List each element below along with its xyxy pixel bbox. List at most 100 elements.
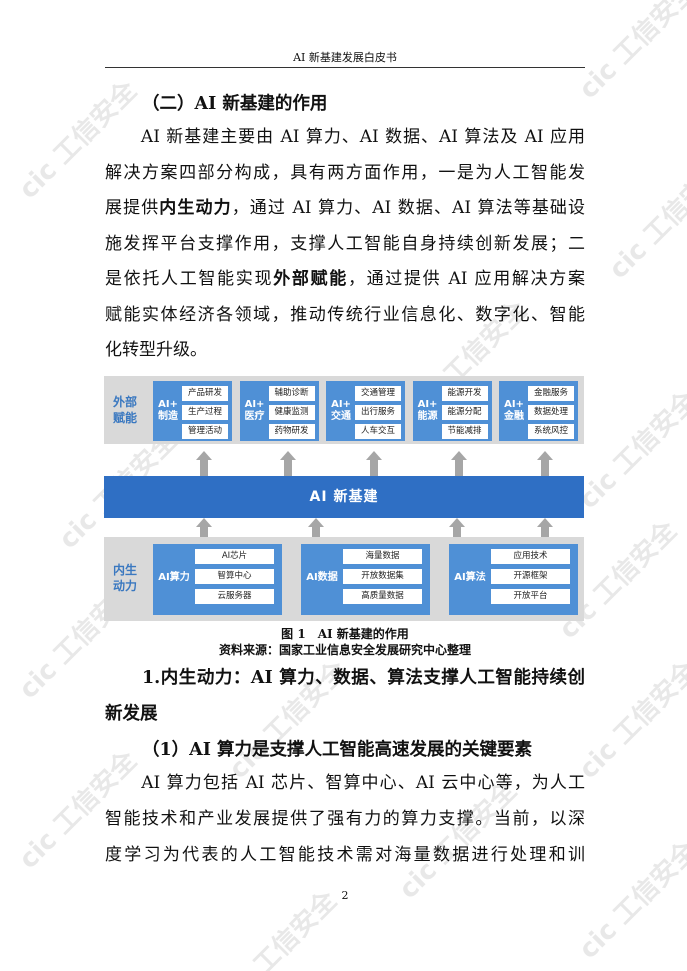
card-item: 交通管理 (355, 386, 401, 401)
inner-band-label: 内生动力 (112, 563, 137, 593)
text-run: 展提供 (105, 198, 160, 218)
card-item: 辅助诊断 (268, 386, 315, 401)
watermark: cic 工信安全 (603, 155, 687, 285)
arrow-up-icon (280, 451, 296, 460)
inner-card: AI算法应用技术开源框架开放平台 (449, 544, 578, 615)
card-label: AI算力 (158, 572, 190, 583)
header-divider (105, 67, 585, 68)
text-run: 度学习为代表的人工智能技术需对海量数据进行处理和训 (105, 845, 585, 865)
card-label: AI+ 交通 (331, 399, 351, 422)
card-item: 开放平台 (491, 589, 570, 604)
outer-card: AI+ 金融金融服务数据处理系统风控 (499, 381, 578, 441)
card-item: 药物研发 (268, 424, 315, 439)
outer-card: AI+ 交通交通管理出行服务人车交互 (326, 381, 405, 441)
text-run: AI 算力包括 AI 芯片、智算中心、AI 云中心等，为人工 (105, 773, 585, 793)
card-label: AI+ 制造 (158, 399, 178, 422)
heading-1-line-2: 新发展 (105, 704, 158, 724)
arrow-stem (200, 527, 208, 537)
text-line: 解决方案四部分构成，具有两方面作用，一是为人工智能发 (105, 161, 585, 185)
emphasis-text: 内生动力 (159, 198, 232, 218)
card-item: 节能减排 (441, 424, 488, 439)
arrow-up-icon (308, 518, 324, 527)
page-number: 2 (341, 889, 349, 902)
text-line: 展提供内生动力，通过 AI 算力、AI 数据、AI 算法等基础设 (105, 196, 585, 220)
text-line: 施发挥平台支撑作用，支撑人工智能自身持续创新发展；二 (105, 232, 585, 256)
text-run: 赋能实体经济各领域，推动传统行业信息化、数字化、智能 (105, 304, 585, 325)
card-item: 管理活动 (182, 424, 228, 439)
arrow-stem (455, 460, 463, 476)
outer-band-label: 外部赋能 (112, 395, 137, 425)
card-item: 云服务器 (195, 589, 274, 604)
card-item: 健康监测 (268, 405, 315, 420)
card-item: 生产过程 (182, 405, 228, 420)
arrow-up-icon (196, 451, 212, 460)
watermark: cic 工信安全 (573, 655, 687, 785)
arrow-stem (284, 460, 292, 476)
card-label: AI+ 能源 (417, 399, 438, 422)
text-line: 化转型升级。 (105, 338, 585, 362)
outer-card: AI+ 医疗辅助诊断健康监测药物研发 (239, 381, 319, 441)
arrow-up-icon (366, 451, 382, 460)
card-item: 产品研发 (182, 386, 228, 401)
card-item: 智算中心 (195, 569, 274, 584)
arrow-stem (370, 460, 378, 476)
watermark: cic 工信安全 (573, 0, 687, 105)
text-line: AI 新基建主要由 AI 算力、AI 数据、AI 算法及 AI 应用 (105, 125, 585, 149)
outer-card: AI+ 能源能源开发能源分配节能减排 (412, 381, 492, 441)
heading-1-line-1: 1.内生动力：AI 算力、数据、算法支撑人工智能持续创 (142, 668, 585, 688)
arrow-up-icon (196, 518, 212, 527)
text-line: AI 算力包括 AI 芯片、智算中心、AI 云中心等，为人工 (105, 771, 585, 795)
arrow-stem (541, 460, 549, 476)
text-line: 赋能实体经济各领域，推动传统行业信息化、数字化、智能 (105, 303, 585, 327)
inner-card: AI算力 AI芯片智算中心云服务器 (153, 544, 282, 615)
text-run: 智能技术和产业发展提供了强有力的算力支撑。当前，以深 (105, 809, 585, 829)
card-item: AI芯片 (195, 549, 274, 564)
arrow-up-icon (537, 451, 553, 460)
text-run: AI 新基建主要由 AI 算力、AI 数据、AI 算法及 AI 应用 (105, 127, 585, 147)
section-heading: （二）AI 新基建的作用 (142, 94, 328, 114)
card-label: AI+ 金融 (504, 399, 524, 422)
inner-card: AI数据海量数据开放数据集高质量数据 (301, 544, 430, 615)
card-item: 开源框架 (491, 569, 570, 584)
card-item: 高质量数据 (343, 589, 422, 604)
arrow-stem (312, 527, 320, 537)
arrow-up-icon (451, 451, 467, 460)
arrow-stem (200, 460, 208, 476)
watermark: cic 工信安全 (573, 835, 687, 965)
text-run: ，通过提供 AI 应用解决方案 (347, 269, 585, 289)
text-run: 化转型升级。 (105, 340, 207, 360)
figure-source: 资料来源：国家工业信息安全发展研究中心整理 (218, 643, 471, 657)
card-item: 能源分配 (441, 405, 488, 420)
arrow-stem (541, 527, 549, 537)
figure-caption: 图 1 AI 新基建的作用 (281, 627, 409, 641)
heading-2: （1）AI 算力是支撑人工智能高速发展的关键要素 (142, 740, 533, 760)
card-item: 海量数据 (343, 549, 422, 564)
text-run: 解决方案四部分构成，具有两方面作用，一是为人工智能发 (105, 162, 585, 183)
card-item: 能源开发 (441, 386, 488, 401)
text-run: ，通过 AI 算力、AI 数据、AI 算法等基础设 (231, 198, 586, 218)
card-item: 数据处理 (528, 405, 574, 420)
card-item: 金融服务 (528, 386, 574, 401)
text-line: 是依托人工智能实现外部赋能，通过提供 AI 应用解决方案 (105, 267, 585, 291)
card-item: 人车交互 (355, 424, 401, 439)
arrow-up-icon (449, 518, 465, 527)
watermark: cic 工信安全 (573, 385, 687, 515)
card-label: AI算法 (454, 572, 486, 583)
text-line: 度学习为代表的人工智能技术需对海量数据进行处理和训 (105, 843, 585, 867)
card-item: 开放数据集 (343, 569, 422, 584)
text-run: 是依托人工智能实现 (105, 269, 274, 289)
card-item: 系统风控 (528, 424, 574, 439)
arrow-up-icon (537, 518, 553, 527)
card-label: AI+ 医疗 (244, 399, 265, 422)
card-item: 应用技术 (491, 549, 570, 564)
arrow-stem (453, 527, 461, 537)
outer-card: AI+ 制造产品研发生产过程管理活动 (153, 381, 232, 441)
text-line: 智能技术和产业发展提供了强有力的算力支撑。当前，以深 (105, 807, 585, 831)
card-label: AI数据 (306, 572, 338, 583)
card-item: 出行服务 (355, 405, 401, 420)
running-header: AI 新基建发展白皮书 (293, 51, 397, 64)
core-bar: AI 新基建 (104, 476, 584, 518)
